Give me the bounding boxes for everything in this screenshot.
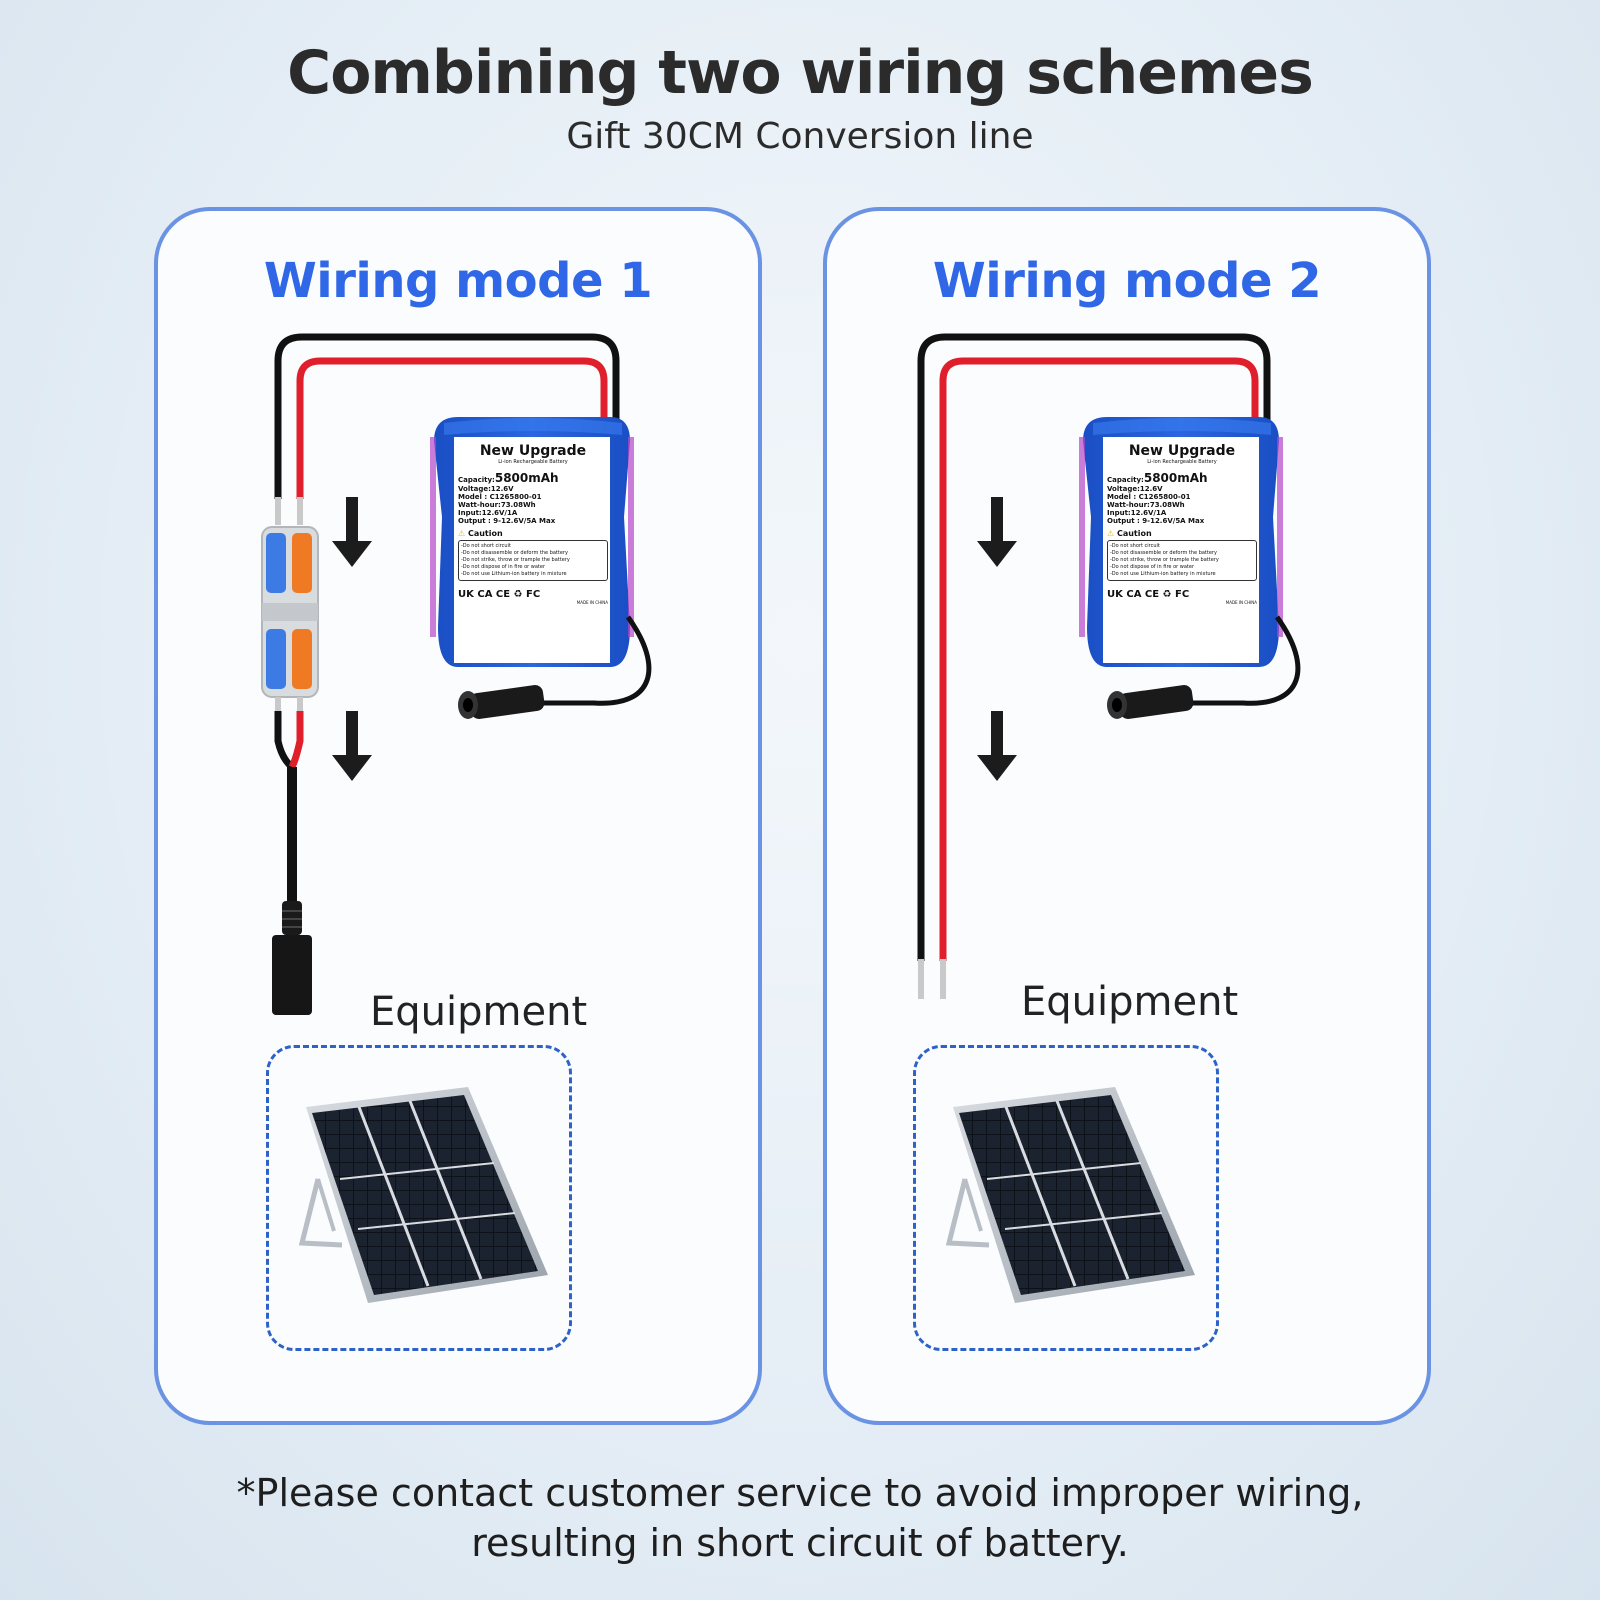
warning-box: -Do not short circuit -Do not disassembl…: [1107, 540, 1257, 581]
warning-line: -Do not disassemble or deform the batter…: [1110, 550, 1217, 556]
footnote-line-2: resulting in short circuit of battery.: [471, 1521, 1129, 1565]
wiring-mode-2-diagram: [917, 333, 1301, 1303]
arrow-down-icon: [977, 497, 1017, 567]
equipment-box: [913, 1045, 1219, 1351]
battery-model: Model : C1265800-01: [458, 493, 542, 501]
equipment-box: [266, 1045, 572, 1351]
equipment-label: Equipment: [1021, 979, 1239, 1025]
capacity-value: 5800mAh: [1143, 471, 1208, 485]
battery-watt-hour: Watt-hour:73.08Wh: [458, 501, 536, 509]
wiring-mode-2-title: Wiring mode 2: [932, 253, 1322, 309]
battery-watt-hour: Watt-hour:73.08Wh: [1107, 501, 1185, 509]
cert-marks: UK CA CE ♻ FC: [1107, 589, 1190, 600]
made-in: MADE IN CHINA: [576, 600, 608, 605]
warning-line: -Do not use Lithium-ion battery in mixtu…: [1110, 571, 1216, 577]
footnote-line-1: *Please contact customer service to avoi…: [236, 1471, 1364, 1515]
battery-output: Output : 9-12.6V/5A Max: [1107, 517, 1205, 525]
battery-input: Input:12.6V/1A: [1107, 509, 1167, 517]
warning-line: -Do not disassemble or deform the batter…: [461, 550, 568, 556]
battery-label: New Upgrade Li-ion Rechargeable Battery …: [458, 443, 608, 605]
battery-input: Input:12.6V/1A: [458, 509, 518, 517]
red-wire: [939, 357, 1259, 961]
battery-label: New Upgrade Li-ion Rechargeable Battery …: [1107, 443, 1257, 605]
battery-type: Li-ion Rechargeable Battery: [498, 459, 568, 465]
warning-line: -Do not dispose of in fire or water: [461, 564, 546, 570]
solar-panel: [945, 1087, 1195, 1303]
warning-line: -Do not dispose of in fire or water: [1110, 564, 1195, 570]
equipment-label: Equipment: [370, 989, 588, 1035]
battery-voltage: Voltage:12.6V: [458, 485, 514, 493]
battery-brand: New Upgrade: [479, 443, 587, 459]
solar-panel: [298, 1087, 548, 1303]
warning-line: -Do not strike, throw or trample the bat…: [1110, 557, 1219, 563]
battery-model: Model : C1265800-01: [1107, 493, 1191, 501]
battery-voltage: Voltage:12.6V: [1107, 485, 1163, 493]
arrow-down-icon: [977, 711, 1017, 781]
page-title: Combining two wiring schemes: [287, 38, 1314, 108]
black-wire: [917, 333, 1271, 961]
wiring-mode-1-title: Wiring mode 1: [263, 253, 653, 309]
wiring-mode-1-panel: Wiring mode 1: [154, 207, 762, 1425]
cert-marks: UK CA CE ♻ FC: [458, 589, 541, 600]
battery-type: Li-ion Rechargeable Battery: [1147, 459, 1217, 465]
lever-connector: [261, 526, 319, 698]
battery-pack: [1079, 417, 1301, 719]
arrow-down-icon: [332, 711, 372, 781]
warning-line: -Do not use Lithium-ion battery in mixtu…: [461, 571, 567, 577]
warning-icon: ⚠: [458, 529, 466, 538]
capacity-label: Capacity:: [458, 476, 495, 484]
footnote: *Please contact customer service to avoi…: [0, 1468, 1600, 1568]
dc-barrel-plug: [272, 901, 312, 1015]
warning-line: -Do not short circuit: [461, 543, 511, 549]
capacity-label: Capacity:: [1107, 476, 1144, 484]
black-wire: [274, 333, 620, 499]
red-wire: [296, 357, 608, 499]
warning-icon: ⚠: [1107, 529, 1115, 538]
warning-line: -Do not strike, throw or trample the bat…: [461, 557, 570, 563]
caution-label: Caution: [1116, 529, 1152, 538]
arrow-down-icon: [332, 497, 372, 567]
page-subtitle: Gift 30CM Conversion line: [566, 116, 1034, 157]
capacity-value: 5800mAh: [494, 471, 559, 485]
warning-box: -Do not short circuit -Do not disassembl…: [458, 540, 608, 581]
wiring-mode-1-diagram: [261, 333, 652, 1303]
battery-pack: [430, 417, 652, 719]
warning-line: -Do not short circuit: [1110, 543, 1160, 549]
battery-output: Output : 9-12.6V/5A Max: [458, 517, 556, 525]
caution-label: Caution: [467, 529, 503, 538]
battery-brand: New Upgrade: [1128, 443, 1236, 459]
wiring-mode-2-panel: Wiring mode 2: [823, 207, 1431, 1425]
made-in: MADE IN CHINA: [1225, 600, 1257, 605]
